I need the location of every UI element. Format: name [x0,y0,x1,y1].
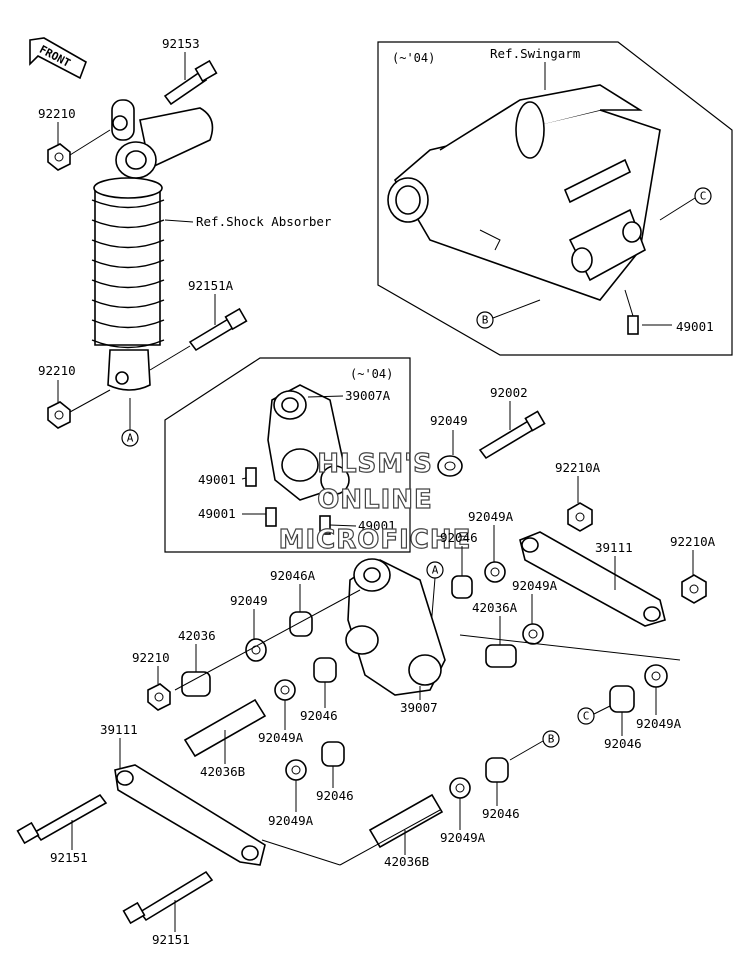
part-92046-right: 92046 [604,736,642,751]
linkage-box: (~'04) 39007A 49001 49001 49001 [164,357,411,553]
right-lower-hardware: 92049A 92046 C B 92046 92049A 42036B [368,664,682,869]
part-39111-left: 39111 [100,722,138,737]
callout-b-link: B [548,733,555,746]
watermark: HLSM'S ONLINE MICROFICHE [278,448,472,555]
part-49001-b: 49001 [198,506,236,521]
part-42036: 42036 [178,628,216,643]
part-92151-bottom: 92151 [152,932,190,947]
part-92210A-right: 92210A [670,534,716,549]
watermark-line-3: MICROFICHE [279,525,472,555]
linkage-box-label: (~'04) [350,367,393,381]
rocker-arm-39007: 39007 [345,558,446,715]
ref-swingarm: Ref.Swingarm [490,46,580,61]
part-92049A-bottom: 92049A [440,830,486,845]
part-49001-a: 49001 [198,472,236,487]
lower-left-link: 39111 92151 92151 [16,722,441,947]
ref-shock: Ref.Shock Absorber [196,214,332,229]
part-92049-left: 92049 [230,593,268,608]
part-42036B-left: 42036B [200,764,245,779]
swingarm-box-label: (~'04) [392,51,435,65]
left-hardware: 92046A 92049 42036 92210 92049A 92046 42… [132,568,361,828]
part-92210-mid: 92210 [38,363,76,378]
part-92153: 92153 [162,36,200,51]
shock-hardware: 92153 92210 92151A 92210 [38,36,248,429]
part-39007: 39007 [400,700,438,715]
part-92049A-right: 92049A [636,716,682,731]
part-92046A: 92046A [270,568,316,583]
part-39007A: 39007A [345,388,391,403]
part-92210-top: 92210 [38,106,76,121]
part-49001-swing: 49001 [676,319,714,334]
swingarm-box: (~'04) Ref.Swingarm 49001 C B [377,41,733,356]
part-92049A-low: 92049A [268,813,314,828]
callout-c-link: C [583,710,590,723]
part-92210-low: 92210 [132,650,170,665]
part-92046-top: 92046 [440,530,478,545]
watermark-line-2: ONLINE [317,485,433,515]
upper-right-hardware: 92002 92049 92210A 92049A 92046 39111 92… [426,385,716,668]
part-42036B-bottom: 42036B [384,854,429,869]
callout-b-swing: B [482,314,489,327]
front-arrow: FRONT [29,37,87,80]
part-92049-top: 92049 [430,413,468,428]
part-92046-low: 92046 [316,788,354,803]
callout-a-link: A [432,564,439,577]
part-92046-bottom: 92046 [482,806,520,821]
part-92151-left: 92151 [50,850,88,865]
watermark-line-1: HLSM'S [317,449,433,479]
part-92002: 92002 [490,385,528,400]
part-92046-mid: 92046 [300,708,338,723]
callout-a-shock: A [127,432,134,445]
part-92151A: 92151A [188,278,234,293]
part-39111-right: 39111 [595,540,633,555]
part-49001-c: 49001 [358,518,396,533]
part-92049A-top: 92049A [468,509,514,524]
part-92210A-top: 92210A [555,460,601,475]
shock-absorber: Ref.Shock Absorber A [91,99,332,447]
part-92049A-mid: 92049A [512,578,558,593]
part-92049A-left: 92049A [258,730,304,745]
callout-c-swing: C [700,190,707,203]
part-42036A: 42036A [472,600,518,615]
